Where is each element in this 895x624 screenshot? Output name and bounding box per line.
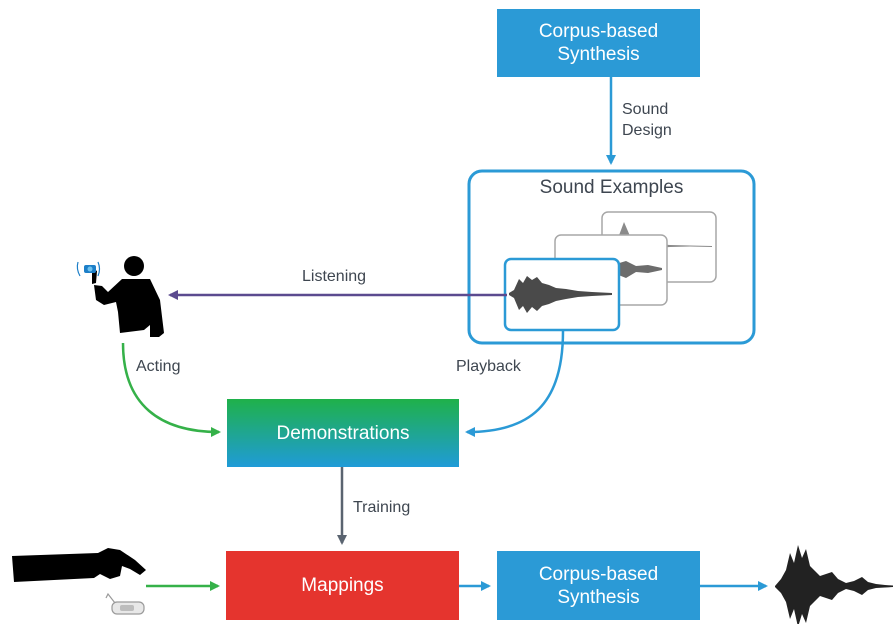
mappings-label: Mappings bbox=[301, 575, 384, 596]
playback-label: Playback bbox=[456, 358, 521, 375]
synthesis-top-label: Corpus-based Synthesis bbox=[538, 21, 659, 65]
listening-label: Listening bbox=[302, 268, 367, 285]
sound-examples-title: Sound Examples bbox=[539, 177, 684, 198]
playback-arrow bbox=[465, 330, 565, 437]
synthesis-top-box-fill bbox=[497, 9, 700, 77]
sound-example-card-1 bbox=[503, 257, 621, 332]
person-holding-device-icon bbox=[76, 256, 164, 337]
training-label: Training bbox=[353, 499, 411, 516]
hand-with-sensor-icon bbox=[12, 548, 146, 615]
acting-label: Acting bbox=[136, 358, 181, 375]
sound-waveform-icon bbox=[775, 545, 893, 624]
demonstrations-box-fill bbox=[227, 399, 459, 467]
acting-arrow bbox=[121, 342, 221, 437]
sound-design-label: Sound Design bbox=[622, 101, 672, 139]
mappings-box-fill bbox=[226, 551, 459, 620]
synthesis-bottom-box-fill bbox=[497, 551, 700, 620]
demonstrations-label: Demonstrations bbox=[276, 422, 410, 444]
synthesis-bottom-label: Corpus-based Synthesis bbox=[538, 563, 659, 608]
